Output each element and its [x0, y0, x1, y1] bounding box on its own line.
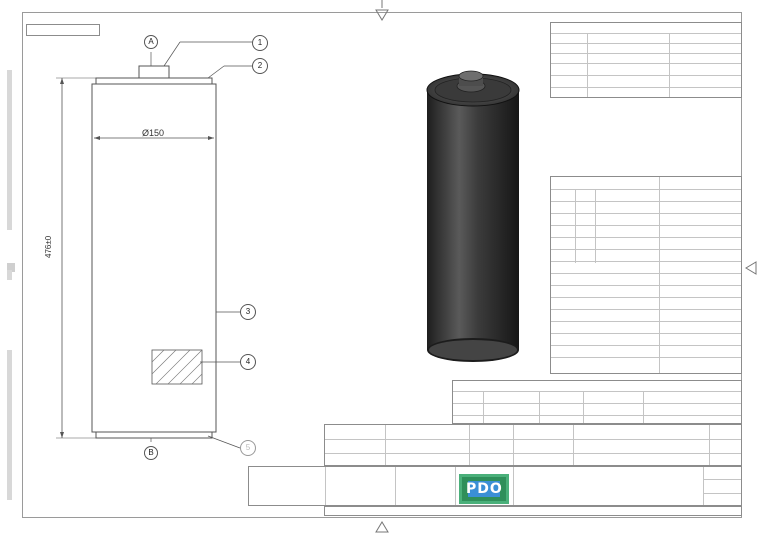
balloon-2: 2	[252, 58, 268, 74]
left-revision-strip	[3, 70, 17, 510]
bill-of-materials-table	[550, 176, 742, 374]
sheet-corner-label	[26, 24, 100, 36]
revision-table	[452, 380, 742, 424]
balloon-4: 4	[240, 354, 256, 370]
top-center-marker-icon	[375, 0, 389, 21]
front-view-drawing	[56, 41, 252, 449]
length-dimension-label: 476±0	[44, 235, 53, 258]
balloon-3: 3	[240, 304, 256, 320]
balloon-1: 1	[252, 35, 268, 51]
logo-mark-icon	[468, 481, 500, 497]
isometric-cylinder-view	[426, 70, 520, 362]
diameter-dimension-label: Ø150	[142, 128, 165, 138]
view-marker-b: B	[144, 446, 158, 460]
balloon-5: 5	[240, 440, 256, 456]
view-marker-a: A	[144, 35, 158, 49]
title-block-footer	[324, 506, 742, 516]
bottom-center-marker-icon	[375, 521, 389, 533]
logo-text: PDO	[466, 481, 503, 497]
left-center-marker-icon	[7, 263, 15, 272]
approval-table	[324, 424, 742, 466]
general-info-table	[550, 22, 742, 98]
company-logo: PDO	[459, 474, 509, 504]
right-center-marker-icon	[745, 261, 757, 275]
